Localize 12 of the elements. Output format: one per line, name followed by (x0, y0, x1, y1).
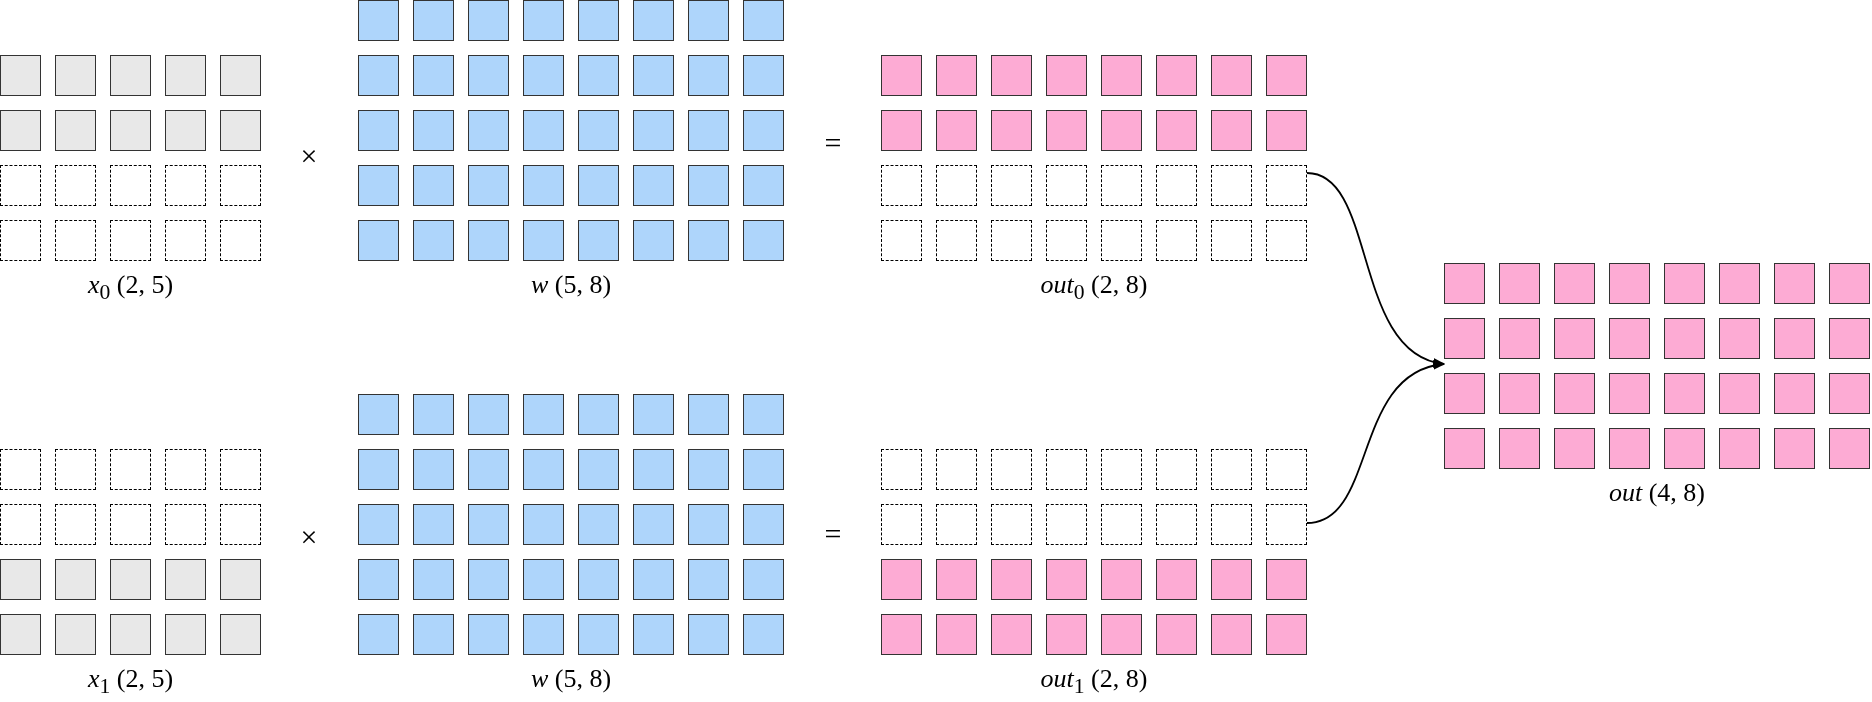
matrix-label: w (5, 8) (530, 269, 612, 301)
matrix-label: out$_{0}$ (2, 8) (1040, 269, 1148, 306)
operator-sign: × (300, 141, 318, 171)
matrix-label: w (5, 8) (530, 663, 612, 695)
arrow (1306, 361, 1446, 524)
matrix-label: x$_{1}$ (2, 5) (87, 663, 174, 700)
matrix-label: out$_{1}$ (2, 8) (1040, 663, 1148, 700)
matrix-label: x$_{0}$ (2, 5) (87, 269, 174, 306)
operator-sign: = (824, 519, 842, 549)
matrix-label: out (4, 8) (1608, 477, 1706, 509)
operator-sign: × (300, 522, 318, 552)
operator-sign: = (824, 128, 842, 158)
